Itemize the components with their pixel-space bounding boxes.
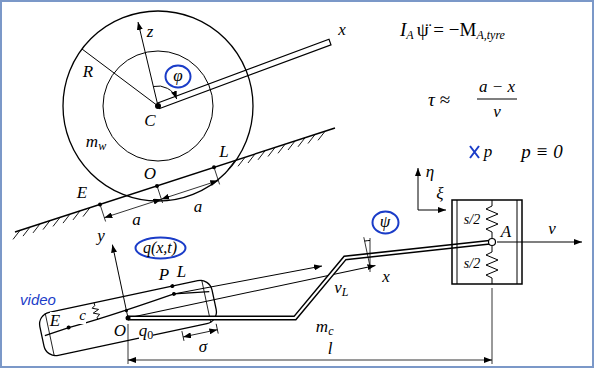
y-axis [112,245,128,318]
subscript: 0 [147,329,153,342]
dimension-label: a [194,198,203,217]
axle-rod [157,39,331,109]
extension-lines [128,288,492,364]
point-label: L [177,263,186,282]
circled-symbol: ψ [371,210,400,235]
road-hatching [13,131,325,239]
subscript: L [342,286,349,299]
spring-label: c [79,307,86,324]
subscript: A,tyre [476,29,505,42]
circled-symbol: q(x,t) [134,236,187,260]
symbol-text: φ [173,67,182,86]
symbol-text: q(x,t) [143,239,177,257]
point-label: E [50,312,60,331]
axis-label: x [382,268,390,287]
cross-out-mark [470,146,479,158]
velocity-label: v [548,220,556,239]
force-symbol: p [484,143,493,162]
z-axis [138,22,158,106]
video-link: video [20,292,56,309]
wheel-rim [103,51,213,161]
angle-arc [365,240,370,242]
stiffness-label: s/2 [464,212,480,227]
carcass-point [170,284,175,289]
equation-term: p ≡ 0 [521,142,562,163]
wheel-centre [155,103,161,109]
circled-symbol: φ [164,64,192,89]
reference-line [364,237,370,266]
point-label: O [114,322,126,341]
extension-lines [100,167,220,221]
subscript: A [406,29,413,42]
axis-label: ξ [436,185,443,204]
origin-point [126,316,131,321]
symbol-text: ψ [380,213,391,232]
subscript: c [328,325,333,338]
wheel-outline [63,11,253,201]
spring-symbol [486,246,498,284]
point-label: C [144,112,155,131]
fraction-denominator: v [493,103,501,122]
displacement-label: q [139,322,148,341]
point-label: E [77,184,87,203]
spring-symbol [486,200,498,238]
angle-arc [153,86,176,99]
axis-label: x [338,21,346,40]
radius-label: R [83,63,93,82]
spring-symbol [91,302,101,320]
point-label: O [144,165,156,184]
point-label: A [501,223,511,242]
ellipse-outline [372,211,398,233]
contact-point [212,165,216,169]
contact-point [155,184,159,188]
contact-point [98,202,102,206]
dimension-line [161,181,218,200]
axis-label: y [97,227,105,246]
equation-term: ψ̈ = −M [417,20,477,41]
stiffness-label: s/2 [464,256,480,271]
velocity-label: v [334,279,342,298]
fraction-numerator: a − x [479,78,515,97]
fraction-bar [477,98,517,99]
x-axis [128,265,375,318]
dimension-label: a [132,211,141,230]
point-label: P [159,266,169,285]
ellipse-outline [166,65,191,87]
ellipse-outline [135,238,185,259]
dimension-label: σ [199,338,207,357]
velocity-arrow [497,241,582,242]
pivot-joint [489,239,496,246]
eta-axis [418,168,419,210]
dimension-line [183,330,217,337]
xi-axis [418,210,446,211]
reference-line [370,238,371,272]
dimension-line [128,360,492,361]
equation-term: τ ≈ [428,90,450,111]
dimension-label: l [328,340,333,359]
tread-point [66,325,71,330]
subscript: w [98,140,106,153]
velocity-arrow [174,266,322,294]
point-label: L [219,143,228,162]
mass-label: m [86,133,98,152]
axis-label: z [147,23,154,42]
road-line [15,128,335,232]
mass-label: m [316,318,328,337]
tread-line [42,287,211,336]
axis-label: η [426,163,434,182]
tread-point [125,309,129,313]
